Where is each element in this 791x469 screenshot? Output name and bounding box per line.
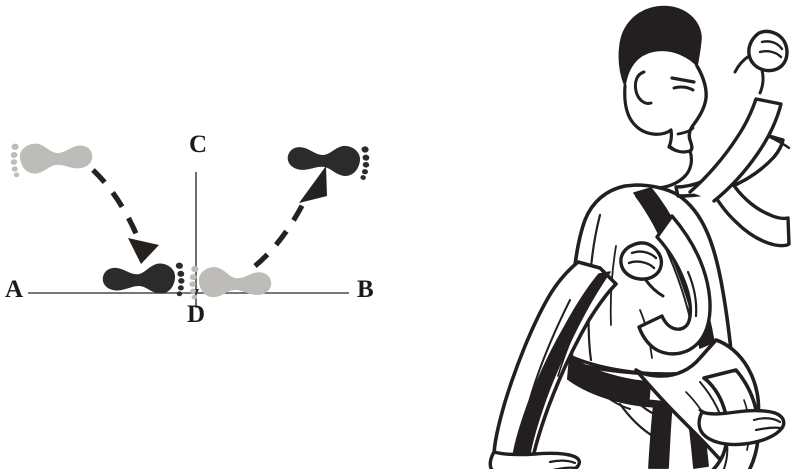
motion-arrow-left-descending [91,168,159,264]
front-foot-toes [752,417,782,432]
axis-label-b: B [357,276,374,303]
rear-arm-elbow-shading [766,134,791,150]
eye [672,85,695,92]
lead-arm-sleeve [637,214,712,356]
jaw-line [669,145,692,154]
mouth [676,126,695,136]
rear-fist-knuckles [758,40,784,59]
head-face [623,84,693,190]
belt-tail-left [648,402,673,469]
axis-label-c: C [189,131,208,158]
head-profile-edge [687,64,708,153]
lead-fist-knuckles [627,250,658,270]
head-hair [618,5,702,87]
axis-label-a: A [5,276,24,303]
rear-wrist [733,54,765,95]
rear-upper-arm [688,97,783,203]
trouser-crotch-fold [618,390,666,440]
back-foot-toes [548,459,578,469]
lead-arm-fold [686,270,698,318]
footwork-step-diagram [8,136,372,308]
rear-leg-fold-2 [557,299,589,377]
trouser-waist-fold [599,391,631,410]
axis-label-d: D [187,301,206,328]
ear [633,70,653,105]
eye-brow [670,76,696,84]
motion-arrow-right-ascending [253,166,327,269]
lead-wrist [643,277,665,298]
back-foot [488,450,582,469]
rear-leg-fold-1 [518,299,571,453]
